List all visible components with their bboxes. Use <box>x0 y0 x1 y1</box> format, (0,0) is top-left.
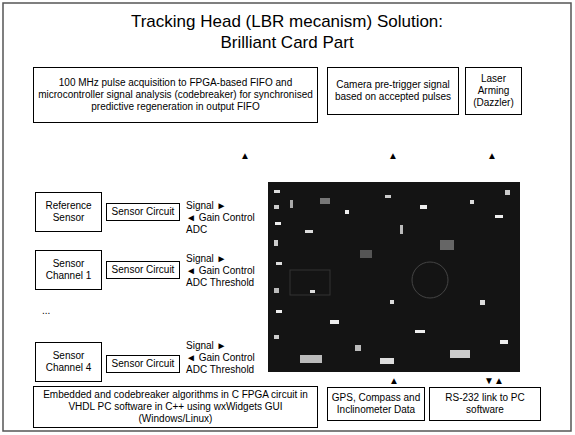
box-text: Reference Sensor <box>39 200 98 224</box>
process-box: 100 MHz pulse acquisition to FPGA-based … <box>33 67 318 123</box>
signal-label: ◄ Gain Control <box>186 265 255 277</box>
process-box: Embedded and codebreaker algorithms in C… <box>33 386 318 428</box>
signal-label: Signal ► <box>186 253 226 265</box>
signal-label: ◄ Gain Control <box>186 212 255 224</box>
box-text: 100 MHz pulse acquisition to FPGA-based … <box>37 77 314 113</box>
arrow-mark: ▲ <box>487 150 497 162</box>
box-text: RS-232 link to PC software <box>433 392 537 416</box>
signal-label: ... <box>42 305 50 317</box>
signal-label: ADC <box>186 224 207 236</box>
process-box: Sensor Channel 1 <box>35 250 102 290</box>
signal-label: ADC Threshold <box>186 277 254 289</box>
signal-label: ◄ Gain Control <box>186 352 255 364</box>
slide-title: Tracking Head (LBR mecanism) Solution: B… <box>117 12 457 53</box>
arrow-mark: ▲ <box>389 375 399 387</box>
board-photo <box>268 182 520 372</box>
process-box: Sensor Circuit <box>106 355 180 373</box>
arrow-mark: ▼▲ <box>484 375 504 387</box>
box-text: GPS, Compass and Inclinometer Data <box>331 392 421 416</box>
process-box: Camera pre-trigger signal based on accep… <box>327 67 459 115</box>
process-box: GPS, Compass and Inclinometer Data <box>327 387 425 421</box>
box-text: Sensor Circuit <box>112 358 175 370</box>
signal-label: Signal ► <box>186 340 226 352</box>
process-box: Sensor Channel 4 <box>35 342 102 382</box>
process-box: Sensor Circuit <box>106 261 180 279</box>
box-text: Sensor Circuit <box>112 206 175 218</box>
arrow-mark: ▲ <box>240 150 250 162</box>
box-text: Laser Arming (Dazzler) <box>469 73 518 109</box>
box-text: Sensor Channel 1 <box>39 258 98 282</box>
box-text: Camera pre-trigger signal based on accep… <box>331 79 455 103</box>
process-box: Reference Sensor <box>35 192 102 232</box>
arrow-mark: ▲ <box>388 150 398 162</box>
slide-border <box>3 3 571 431</box>
box-text: Embedded and codebreaker algorithms in C… <box>37 389 314 425</box>
process-box: Laser Arming (Dazzler) <box>465 67 522 115</box>
process-box: RS-232 link to PC software <box>429 387 541 421</box>
signal-label: Signal ► <box>186 200 226 212</box>
process-box: Sensor Circuit <box>106 203 180 221</box>
box-text: Sensor Channel 4 <box>39 350 98 374</box>
box-text: Sensor Circuit <box>112 264 175 276</box>
signal-label: ADC Threshold <box>186 364 254 376</box>
